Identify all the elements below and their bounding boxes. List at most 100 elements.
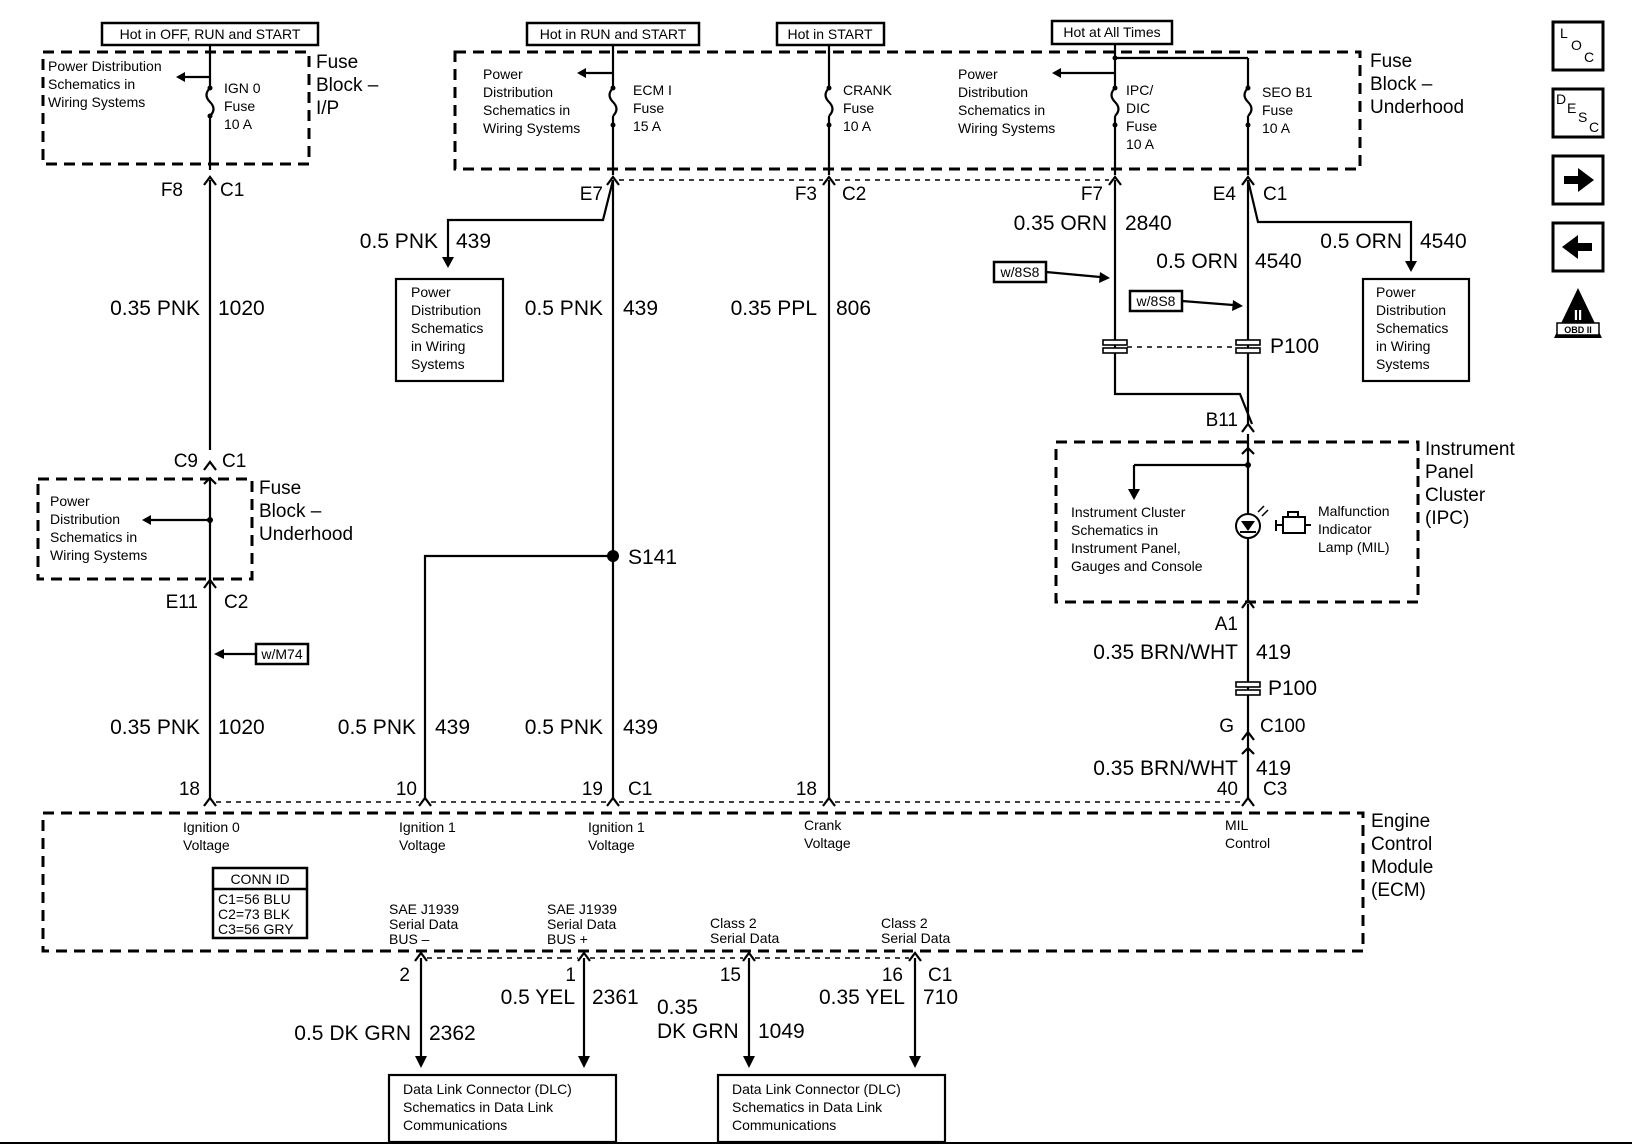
ecm-pin-label: Ignition 1	[588, 819, 645, 835]
ecm-title: Module	[1371, 857, 1433, 878]
ecm-pin: 16	[882, 965, 903, 986]
wire	[1045, 270, 1101, 279]
fuse-seo-label: SEO B1	[1262, 84, 1313, 100]
fuse-block-title: Underhood	[259, 524, 353, 545]
ipc-title: (IPC)	[1425, 508, 1469, 529]
pd-ref-text: Distribution	[50, 511, 120, 527]
previous-button[interactable]	[1551, 221, 1605, 273]
ecm-pin: 1	[565, 965, 576, 986]
inline-connector-p100	[1235, 347, 1261, 354]
wire-circuit: 4540	[1255, 250, 1302, 273]
wire-4540-branch	[1246, 179, 1413, 262]
conn-id-row: C1=56 BLU	[218, 891, 291, 907]
ecm-pin-label: BUS –	[389, 931, 430, 947]
wire-gauge: 0.5 ORN	[1320, 230, 1402, 253]
ecm-pin: 10	[396, 779, 417, 800]
dlc-box-1	[387, 1073, 618, 1144]
ipc-ref-text: Instrument Cluster	[1071, 504, 1186, 520]
ecm-pin: 2	[399, 965, 410, 986]
hot-label-ign0: Hot in OFF, RUN and START	[120, 26, 301, 42]
wire-circuit: 2362	[429, 1022, 476, 1045]
fuse-ipc-label: DIC	[1126, 100, 1150, 116]
loc-button[interactable]: L O C	[1551, 20, 1605, 72]
hot-label-box	[525, 21, 701, 47]
ecm-pin-label: Voltage	[399, 837, 446, 853]
hot-label-box	[1050, 19, 1174, 46]
arrow-right-icon	[1232, 300, 1243, 311]
obd-label-box	[1556, 322, 1600, 336]
arrow-left-icon	[1052, 68, 1061, 78]
splice-label: P100	[1270, 335, 1319, 358]
ecm-pin: 18	[179, 779, 200, 800]
ipc-ref-text: Instrument Panel,	[1071, 540, 1181, 556]
pd-box-text: in Wiring	[1376, 338, 1430, 354]
engine-icon	[1275, 511, 1311, 534]
ecm-pin: 18	[796, 779, 817, 800]
connector-symbol	[203, 175, 217, 186]
pd-box-right	[1361, 277, 1471, 383]
conn-id-box	[211, 866, 309, 940]
dlc-text: Communications	[732, 1117, 836, 1133]
hot-label-run-start: Hot in RUN and START	[540, 26, 687, 42]
desc-button[interactable]: D E S C	[1551, 87, 1605, 139]
fuse-block-ip-title-3: I/P	[316, 98, 339, 119]
fuse-symbol-ign0	[205, 87, 215, 117]
ecm-pin-label: Class 2	[881, 915, 928, 931]
wire-circuit: 1049	[758, 1020, 805, 1043]
conn-c2: C2	[842, 184, 866, 205]
ecm-pin-label: Ignition 1	[399, 819, 456, 835]
pd-box-left	[394, 277, 505, 383]
fuse-ipc-label: Fuse	[1126, 118, 1157, 134]
connector-symbol	[822, 796, 836, 807]
fuse-ign0-label: 10 A	[224, 116, 253, 132]
arrow-down-icon	[909, 1056, 921, 1068]
pin-f8: F8	[161, 180, 183, 201]
junction	[1112, 55, 1118, 61]
connector-symbol	[203, 460, 217, 471]
arrow-down-icon	[1405, 261, 1417, 272]
conn-id-title: CONN ID	[230, 871, 289, 887]
dlc-text: Data Link Connector (DLC)	[732, 1081, 901, 1097]
connector-symbol	[203, 578, 217, 589]
pd-box-text: Power	[411, 284, 451, 300]
inline-connector-p100	[1102, 339, 1128, 346]
ecm-pin: 40	[1217, 779, 1238, 800]
ecm-outline	[41, 811, 1365, 953]
loc-letter: C	[1584, 49, 1594, 65]
ecm-conn: C1	[928, 965, 952, 986]
fuse-block-title: Block –	[259, 501, 322, 522]
fuse-block-ip-outline	[41, 50, 311, 166]
obd-ii-button[interactable]: II OBD II	[1554, 288, 1602, 338]
desc-letter: C	[1589, 119, 1599, 135]
wire-circuit: 2361	[592, 986, 639, 1009]
ecm-pin-label: Control	[1225, 835, 1270, 851]
fuse-ecm-label: 15 A	[633, 118, 662, 134]
wire-2840	[1113, 180, 1254, 425]
mil-label: Indicator	[1318, 521, 1372, 537]
ecm-pin-label: Serial Data	[881, 930, 950, 946]
connector-symbol	[606, 175, 620, 186]
fuse-block-ip-title-2: Block –	[316, 75, 379, 96]
loc-letter: L	[1560, 25, 1568, 41]
fuse-seo-label: 10 A	[1262, 120, 1291, 136]
dlc-text: Schematics in Data Link	[732, 1099, 883, 1115]
hot-label-start: Hot in START	[787, 26, 873, 42]
wire-circuit: 1020	[218, 297, 265, 320]
inline-connector-p100	[1235, 339, 1261, 346]
pd-box-text: Schematics	[1376, 320, 1448, 336]
ecm-pin-label: SAE J1939	[389, 901, 459, 917]
wire-gauge: 0.35 BRN/WHT	[1093, 641, 1238, 664]
connector-symbol	[1241, 175, 1255, 186]
wire-circuit: 1020	[218, 716, 265, 739]
pd-ref-text: Wiring Systems	[50, 547, 147, 563]
wire-gauge: 0.5 PNK	[525, 716, 603, 739]
arrow-down-icon	[415, 1056, 427, 1068]
connector-symbol	[203, 796, 217, 807]
fuse-crank-label: 10 A	[843, 118, 872, 134]
pd-ref-text: Wiring Systems	[958, 120, 1055, 136]
next-button[interactable]	[1551, 154, 1605, 206]
pd-ref-text: Distribution	[958, 84, 1028, 100]
fuse-symbol-seo	[1243, 87, 1253, 117]
ipc-ref-text: Gauges and Console	[1071, 558, 1203, 574]
